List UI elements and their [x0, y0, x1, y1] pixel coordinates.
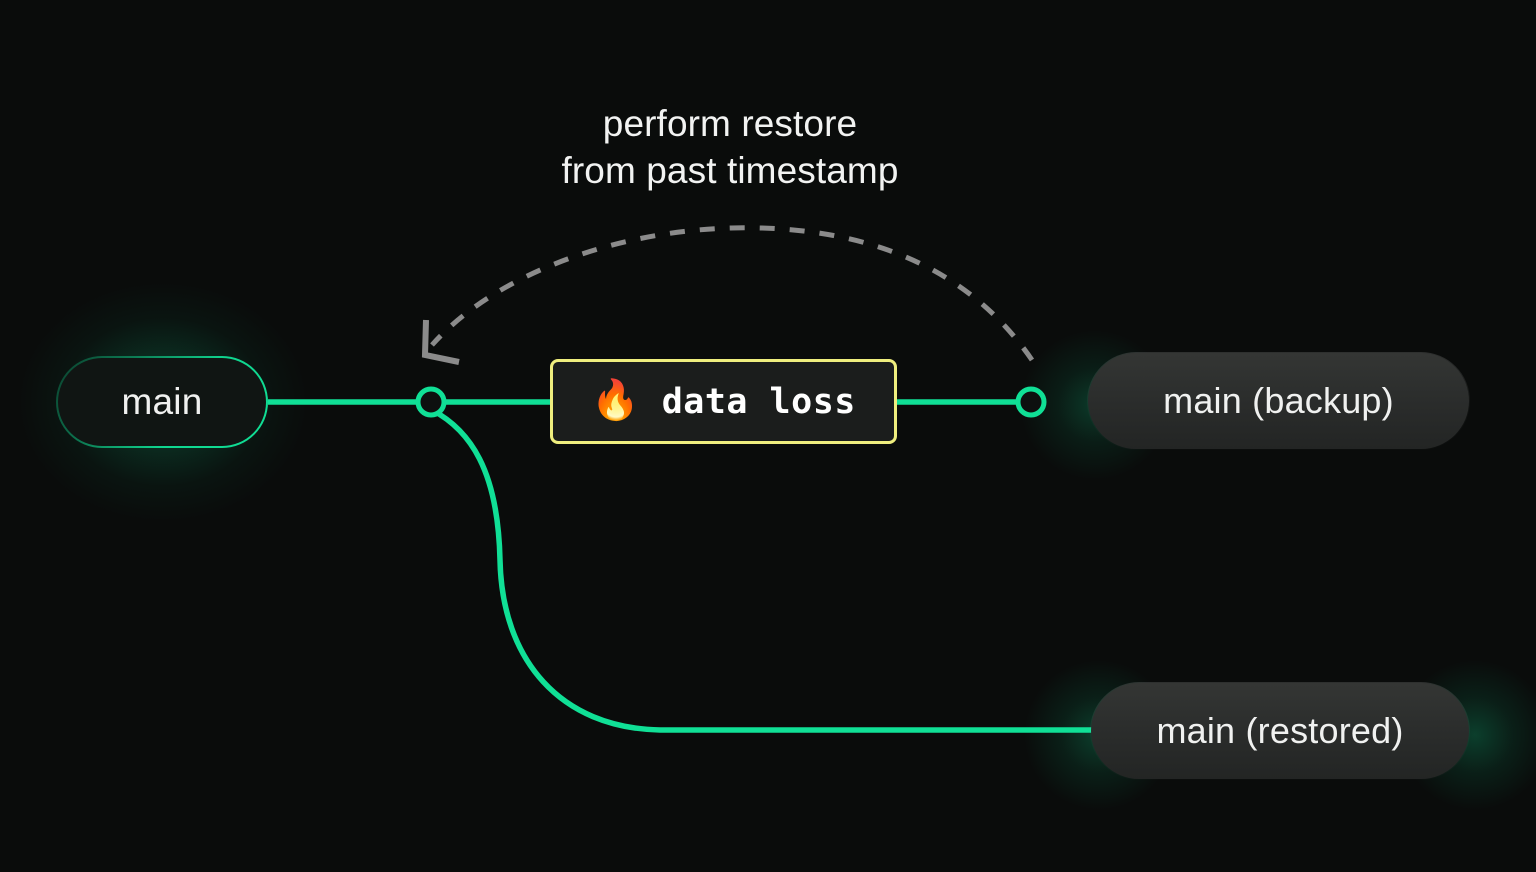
node-main[interactable]: main — [56, 356, 268, 448]
restore-arrow-arc — [430, 225, 1035, 362]
node-main-restored[interactable]: main (restored) — [1090, 682, 1470, 780]
restore-arrow-head-icon — [421, 319, 460, 365]
backup-endpoint-circle[interactable] — [1015, 386, 1047, 418]
annotation-line-1: perform restore — [602, 103, 858, 144]
fire-icon: 🔥 — [591, 379, 640, 422]
node-main-backup[interactable]: main (backup) — [1087, 352, 1470, 450]
branch-point-circle[interactable] — [415, 386, 447, 418]
data-loss-label: data loss — [661, 381, 856, 422]
wire-branch-to-restored — [429, 407, 1095, 733]
restore-annotation: perform restore from past timestamp — [430, 100, 1030, 194]
annotation-line-2: from past timestamp — [561, 150, 899, 191]
node-data-loss[interactable]: 🔥 data loss — [550, 359, 897, 444]
